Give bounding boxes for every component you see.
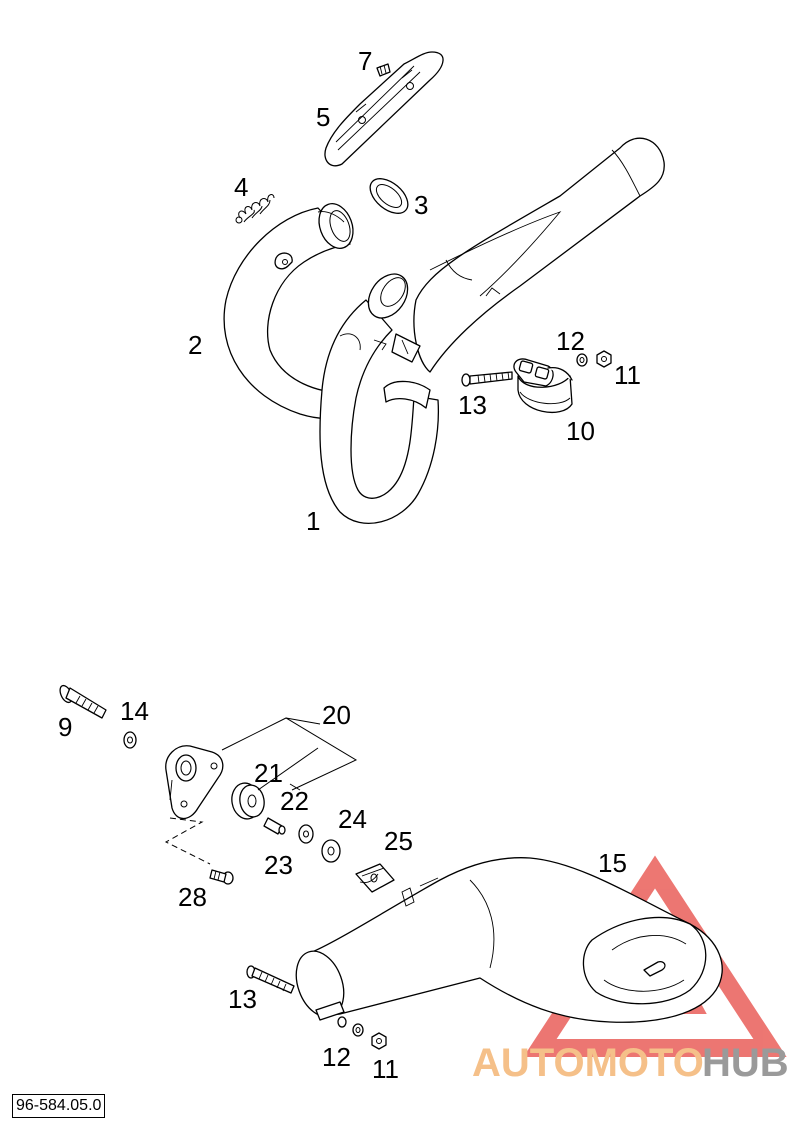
washer-part-23 [298, 824, 314, 844]
callout-10: 10 [566, 416, 595, 446]
diagram-reference-number: 96-584.05.0 [12, 1094, 106, 1118]
watermark-text: AUTOMOTO HUB [472, 1041, 789, 1085]
callout-24: 24 [338, 804, 367, 834]
callout-1: 1 [306, 506, 320, 536]
callout-23: 23 [264, 850, 293, 880]
watermark-suffix: HUB [702, 1041, 789, 1085]
bolt-part-upper [461, 371, 513, 387]
callout-4: 4 [234, 172, 248, 202]
bolt-part-28 [209, 869, 234, 885]
callout-2: 2 [188, 330, 202, 360]
callout-5: 5 [316, 102, 330, 132]
sleeve-part [263, 817, 286, 835]
callout-25: 25 [384, 826, 413, 856]
watermark-prefix: AUTOMOTO [472, 1041, 704, 1085]
silencer-body-part [413, 137, 665, 373]
callout-11-lower: 11 [372, 1054, 399, 1084]
header-pipe-1 [319, 273, 440, 525]
callout-13-lower: 13 [228, 984, 257, 1014]
rubber-bushing-part [231, 782, 265, 820]
washer-part-24 [321, 839, 341, 863]
callout-labels: 7 5 4 3 2 12 11 13 10 1 20 14 9 21 22 24… [58, 46, 641, 1084]
callout-12: 12 [556, 326, 585, 356]
callout-28: 28 [178, 882, 207, 912]
callout-7: 7 [358, 46, 372, 76]
callout-13: 13 [458, 390, 487, 420]
callout-20: 20 [322, 700, 351, 730]
screw-part-7 [376, 63, 391, 77]
spring-part [235, 194, 275, 224]
callout-11: 11 [614, 360, 641, 390]
callout-14: 14 [120, 696, 149, 726]
clip-nut-part [355, 863, 395, 893]
silencer-part-15 [295, 857, 723, 1028]
nut-part-lower [371, 1032, 387, 1050]
seal-ring-part [369, 178, 409, 214]
callout-22: 22 [280, 786, 309, 816]
leader-lines [164, 717, 358, 865]
callout-12-lower: 12 [322, 1042, 351, 1072]
callout-21: 21 [254, 758, 283, 788]
callout-3: 3 [414, 190, 428, 220]
nut-part-upper [596, 350, 612, 368]
mounting-bracket-part [165, 745, 224, 820]
callout-15: 15 [598, 848, 627, 878]
washer-part-lower [352, 1023, 364, 1037]
washer-part-upper [576, 353, 588, 367]
gasket-plate-part [324, 51, 444, 167]
exhaust-clamp-part [513, 358, 573, 413]
screw-part-9 [59, 684, 107, 719]
bolt-part-lower [246, 965, 295, 994]
washer-part-14 [123, 731, 137, 749]
callout-9: 9 [58, 712, 72, 742]
